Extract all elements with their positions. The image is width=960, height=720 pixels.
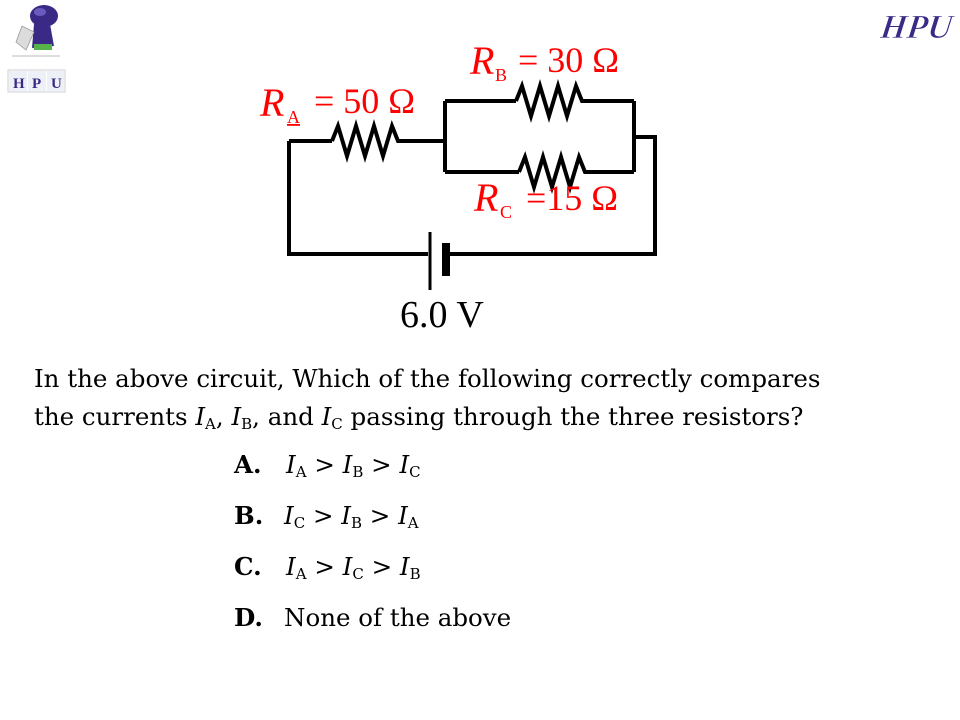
answer-options: A.IA > IB > IC B.IC > IB > IA C.IA > IC … <box>234 446 511 650</box>
ra-subscript: A <box>287 107 300 127</box>
battery-voltage: 6.0 V <box>400 294 484 336</box>
circuit-diagram: R A = 50 Ω R B = 30 Ω R C =15 Ω 6.0 V <box>259 38 657 336</box>
logo-letter-p: P <box>32 76 41 92</box>
option-c-letter: C. <box>234 552 262 581</box>
rb-value: = 30 Ω <box>518 40 619 80</box>
option-b-letter: B. <box>234 501 264 530</box>
wire-left <box>287 141 428 256</box>
hpu-mascot-logo: H P U <box>7 5 66 93</box>
resistor-c <box>517 150 634 194</box>
option-a[interactable]: A.IA > IB > IC <box>234 446 511 497</box>
resistor-a <box>330 119 445 163</box>
hpu-wordmark-text: HPU <box>880 9 956 46</box>
rc-value: =15 Ω <box>526 178 618 218</box>
question-text: In the above circuit, Which of the follo… <box>34 360 944 436</box>
wire-right <box>446 135 657 256</box>
hpu-wordmark-logo: HPU <box>880 9 956 46</box>
rb-symbol: R <box>469 38 494 83</box>
logo-letter-h: H <box>13 76 25 92</box>
ra-value: = 50 Ω <box>314 81 415 121</box>
option-a-letter: A. <box>234 450 262 479</box>
option-c[interactable]: C.IA > IC > IB <box>234 548 511 599</box>
question-line-1: In the above circuit, Which of the follo… <box>34 364 821 393</box>
option-d-text: None of the above <box>284 603 512 632</box>
ra-symbol: R <box>259 80 284 125</box>
question-line-2: the currents IA, IB, and IC passing thro… <box>34 402 804 433</box>
resistor-b <box>514 79 634 123</box>
option-d[interactable]: D. None of the above <box>234 599 511 650</box>
option-b[interactable]: B.IC > IB > IA <box>234 497 511 548</box>
rc-symbol: R <box>473 175 498 220</box>
option-d-letter: D. <box>234 603 263 632</box>
rc-subscript: C <box>500 202 512 222</box>
rb-subscript: B <box>495 65 507 85</box>
logo-letter-u: U <box>51 76 62 92</box>
